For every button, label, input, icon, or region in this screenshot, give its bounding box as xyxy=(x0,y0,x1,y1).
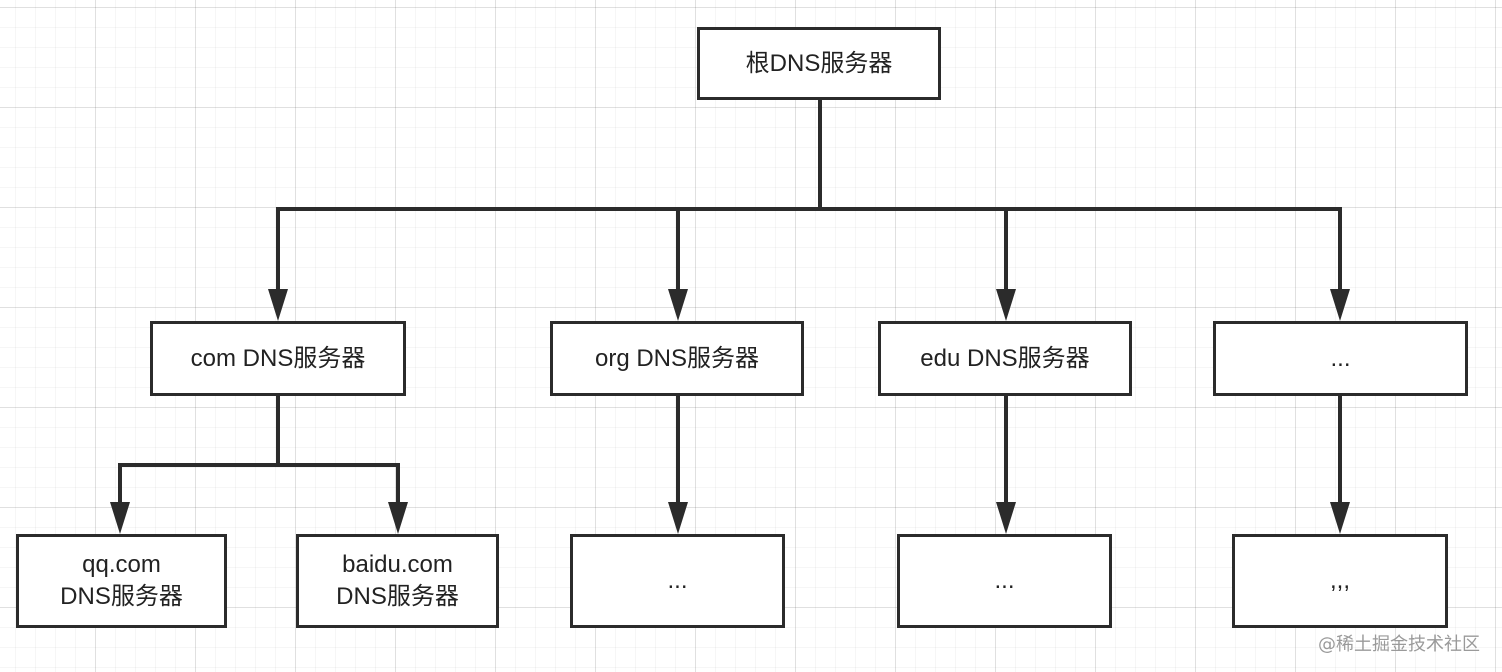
com-dns-server-node: com DNS服务器 xyxy=(150,321,406,396)
baidu-dns-server-label: DNS服务器 xyxy=(336,583,459,610)
edu-dns-server-node: edu DNS服务器 xyxy=(878,321,1132,396)
arrowhead-to-com xyxy=(268,289,288,321)
baidu-dns-server-domain: baidu.com xyxy=(342,551,453,578)
root-dns-server-node: 根DNS服务器 xyxy=(697,27,941,100)
arrowhead-to-edu-child xyxy=(996,502,1016,534)
baidu-dns-server-node: baidu.com DNS服务器 xyxy=(296,534,499,628)
watermark: @稀土掘金技术社区 xyxy=(1318,634,1480,655)
arrowhead-to-more xyxy=(1330,289,1350,321)
arrowhead-to-org xyxy=(668,289,688,321)
arrowhead-to-org-child xyxy=(668,502,688,534)
more-tld-label: ... xyxy=(1330,344,1351,372)
com-dns-server-label: com DNS服务器 xyxy=(190,344,366,372)
more-child-label: ,,, xyxy=(1329,567,1350,594)
arrowhead-to-qq xyxy=(110,502,130,534)
edu-dns-server-label: edu DNS服务器 xyxy=(920,344,1090,372)
qq-dns-server-domain: qq.com xyxy=(82,551,161,578)
edu-child-node: ... xyxy=(897,534,1112,628)
org-dns-server-node: org DNS服务器 xyxy=(550,321,804,396)
arrowhead-to-more-child xyxy=(1330,502,1350,534)
more-child-node: ,,, xyxy=(1232,534,1448,628)
arrowhead-to-baidu xyxy=(388,502,408,534)
edu-child-label: ... xyxy=(994,567,1015,594)
more-tld-node: ... xyxy=(1213,321,1468,396)
org-child-label: ... xyxy=(667,567,688,594)
qq-dns-server-node: qq.com DNS服务器 xyxy=(16,534,227,628)
org-dns-server-label: org DNS服务器 xyxy=(594,344,760,372)
org-child-node: ... xyxy=(570,534,785,628)
qq-dns-server-label: DNS服务器 xyxy=(60,583,183,610)
root-dns-server-label: 根DNS服务器 xyxy=(745,49,893,77)
arrowhead-to-edu xyxy=(996,289,1016,321)
